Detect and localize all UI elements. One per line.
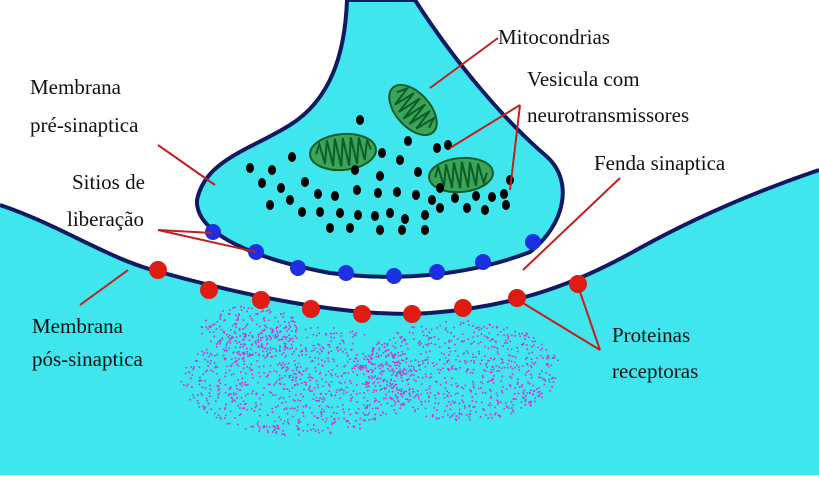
- vesicle: [326, 223, 334, 233]
- vesicle: [433, 143, 441, 153]
- vesicle: [266, 200, 274, 210]
- release-site: [248, 244, 264, 260]
- vesicle: [393, 187, 401, 197]
- receptor-protein: [200, 281, 218, 299]
- vesicle: [502, 200, 510, 210]
- vesicle: [412, 190, 420, 200]
- vesicle: [398, 225, 406, 235]
- vesicle: [396, 155, 404, 165]
- vesicle: [421, 225, 429, 235]
- vesicle: [354, 210, 362, 220]
- receptor-protein: [353, 305, 371, 323]
- vesicle: [356, 115, 364, 125]
- vesicle: [404, 136, 412, 146]
- vesicle: [374, 188, 382, 198]
- receptor-protein: [302, 300, 320, 318]
- vesicle: [436, 183, 444, 193]
- receptor-protein: [454, 299, 472, 317]
- vesicle: [414, 167, 422, 177]
- vesicle: [463, 203, 471, 213]
- vesicle: [401, 214, 409, 224]
- receptor-protein: [252, 291, 270, 309]
- label-membrana-pos-2: pós-sinaptica: [32, 347, 143, 371]
- vesicle: [428, 195, 436, 205]
- vesicle: [246, 163, 254, 173]
- label-sitios-1: Sitios de: [72, 170, 145, 194]
- receptor-protein: [569, 275, 587, 293]
- vesicle: [451, 193, 459, 203]
- release-site: [475, 254, 491, 270]
- vesicle: [346, 223, 354, 233]
- receptor-protein: [149, 261, 167, 279]
- release-site: [525, 234, 541, 250]
- label-vesicula-1: Vesicula com: [527, 67, 640, 91]
- release-site: [338, 265, 354, 281]
- vesicle: [268, 165, 276, 175]
- label-proteinas-1: Proteinas: [612, 323, 690, 347]
- vesicle: [331, 191, 339, 201]
- vesicle: [316, 207, 324, 217]
- vesicle: [314, 189, 322, 199]
- release-site: [386, 268, 402, 284]
- label-sitios-2: liberação: [67, 207, 144, 231]
- vesicle: [286, 195, 294, 205]
- receptor-protein: [403, 305, 421, 323]
- label-fenda: Fenda sinaptica: [594, 151, 726, 175]
- release-site: [290, 260, 306, 276]
- vesicle: [472, 191, 480, 201]
- label-mitocondrias: Mitocondrias: [498, 25, 610, 49]
- leader-membrana-pre: [158, 145, 215, 185]
- vesicle: [371, 211, 379, 221]
- vesicle: [436, 203, 444, 213]
- vesicle: [378, 148, 386, 158]
- vesicle: [421, 210, 429, 220]
- vesicle: [353, 185, 361, 195]
- vesicle: [386, 208, 394, 218]
- vesicle: [488, 192, 496, 202]
- label-proteinas-2: receptoras: [612, 359, 698, 383]
- vesicle: [376, 225, 384, 235]
- label-membrana-pos-1: Membrana: [32, 314, 124, 338]
- label-membrana-pre-2: pré-sinaptica: [30, 113, 139, 137]
- label-membrana-pre-1: Membrana: [30, 75, 122, 99]
- label-vesicula-2: neurotransmissores: [527, 103, 689, 127]
- vesicle: [301, 177, 309, 187]
- vesicle: [336, 208, 344, 218]
- vesicle: [258, 178, 266, 188]
- vesicle: [376, 171, 384, 181]
- vesicle: [481, 205, 489, 215]
- vesicle: [288, 152, 296, 162]
- vesicle: [351, 165, 359, 175]
- vesicle: [277, 183, 285, 193]
- vesicle: [298, 207, 306, 217]
- release-site: [429, 264, 445, 280]
- vesicle: [500, 189, 508, 199]
